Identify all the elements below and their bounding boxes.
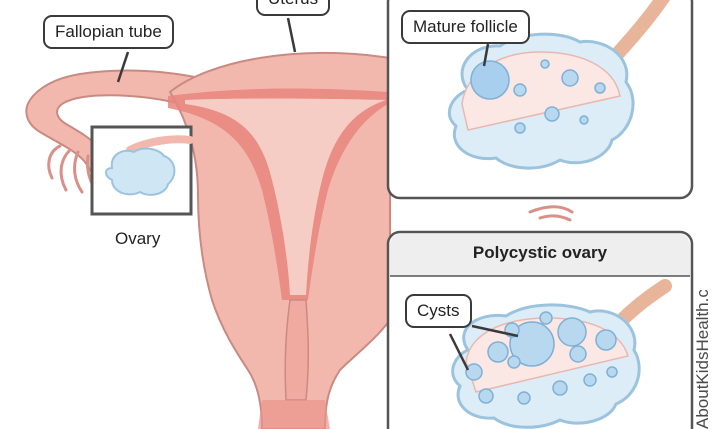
uterine-cavity [185,98,386,295]
ovary-ligament [126,135,194,154]
polycystic-ovary-title: Polycystic ovary [472,243,608,262]
mature-follicle-label: Mature follicle [401,10,530,44]
follicles [470,59,606,134]
fimbriae-right [528,205,574,222]
credit-text-container: AboutKidsHealth.ca [690,290,716,429]
uterus [25,51,391,429]
uterus-label: Uterus [256,0,331,16]
polycystic-ovary-panel [386,230,694,429]
leader-lines [116,17,297,83]
fallopian-tube-label: Fallopian tube [43,15,174,49]
cysts-label: Cysts [405,294,472,328]
cervix [284,299,310,401]
pcos-panel-ligament [613,279,672,329]
ovary-thumbnail [90,125,194,216]
credit-text: AboutKidsHealth.ca [693,290,712,429]
mature-follicle-panel [386,0,694,200]
follicle-leader [482,43,490,67]
ovary-label: Ovary [115,229,161,248]
ovary-small [105,147,176,196]
vaginal-canal [258,400,330,429]
cysts-leaders [448,324,519,371]
fimbriae [47,144,100,194]
cysts [465,311,618,405]
